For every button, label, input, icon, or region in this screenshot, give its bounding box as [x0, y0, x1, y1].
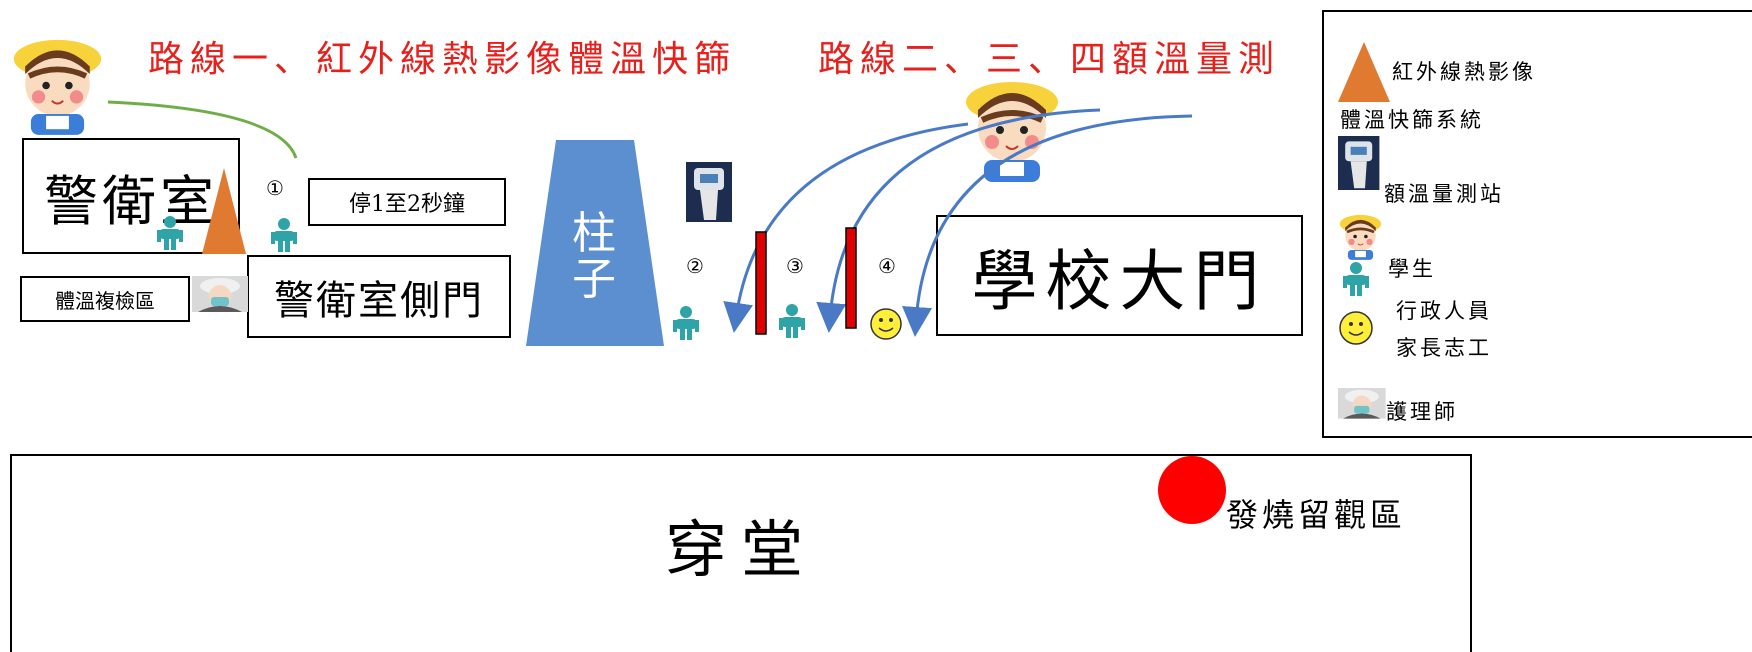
fever-area-label: 發燒留觀區: [1226, 496, 1407, 534]
recheck-area: 體溫複檢區: [20, 276, 190, 322]
legend-forehead: 額溫量測站: [1384, 182, 1504, 206]
route1-path: [107, 100, 298, 159]
admin-person-guard-room: [157, 216, 183, 250]
arrow-station-2: [723, 122, 969, 333]
barrier-2: [845, 227, 857, 329]
student-cartoon-route234: [966, 82, 1058, 182]
forehead-station-thermometer: [686, 162, 732, 222]
legend-student-icon: [1338, 213, 1383, 262]
arrow-station-4: [902, 114, 1193, 337]
legend-admin: 行政人員: [1396, 299, 1492, 323]
school-gate-label: 學校大門: [971, 242, 1268, 320]
legend-cone-icon: [1338, 42, 1390, 102]
legend-student: 學生: [1388, 257, 1436, 281]
thermal-camera-cone: [202, 168, 246, 254]
guard-room: 警衛室: [22, 138, 240, 254]
legend-thermal-line2: 體溫快篩系統: [1340, 108, 1484, 132]
hallway: 穿堂: [10, 454, 1472, 652]
svg-text:子: 子: [572, 254, 616, 305]
pillar-shape: [526, 140, 664, 346]
arrow-station-3: [816, 108, 1101, 333]
student-cartoon-route1: [14, 40, 101, 135]
legend-smiley-icon: [1339, 311, 1373, 345]
legend-admin-icon: [1343, 262, 1369, 296]
pause-note-box: 停1至2秒鐘: [308, 178, 506, 226]
route1-title: 路線一、紅外線熱影像體溫快篩: [148, 39, 737, 80]
legend-box: [1322, 10, 1752, 438]
legend-nurse: 護理師: [1386, 400, 1458, 424]
station-3-label: ③: [786, 254, 804, 278]
legend-parent-line1: 家長志工: [1396, 336, 1492, 360]
parent-volunteer-smiley: [870, 308, 902, 340]
school-gate: 學校大門: [936, 215, 1303, 336]
admin-person-station-2: [673, 306, 699, 340]
station-1-label: ①: [266, 176, 284, 200]
hallway-label: 穿堂: [664, 513, 817, 586]
legend-nurse-icon: [1338, 388, 1386, 419]
station-4-label: ④: [878, 254, 896, 278]
admin-person-station-1: [271, 218, 297, 252]
pillar-label: 柱: [572, 208, 616, 259]
route234-title: 路線二、三、四額溫量測: [818, 39, 1281, 80]
station-2-label: ②: [686, 254, 704, 278]
legend-thermometer-icon: [1338, 136, 1380, 190]
legend-thermal-line1: 紅外線熱影像: [1392, 60, 1536, 84]
guard-side-door: 警衛室側門: [247, 255, 511, 338]
barrier-1: [755, 231, 767, 335]
guard-side-door-label: 警衛室側門: [274, 277, 484, 324]
admin-person-station-3: [779, 304, 805, 338]
pause-note-label: 停1至2秒鐘: [349, 192, 465, 217]
recheck-area-label: 體溫複檢區: [55, 288, 155, 313]
guard-room-label: 警衛室: [44, 169, 218, 233]
nurse-recheck-area: [192, 276, 248, 312]
fever-area-marker: [1158, 456, 1226, 524]
